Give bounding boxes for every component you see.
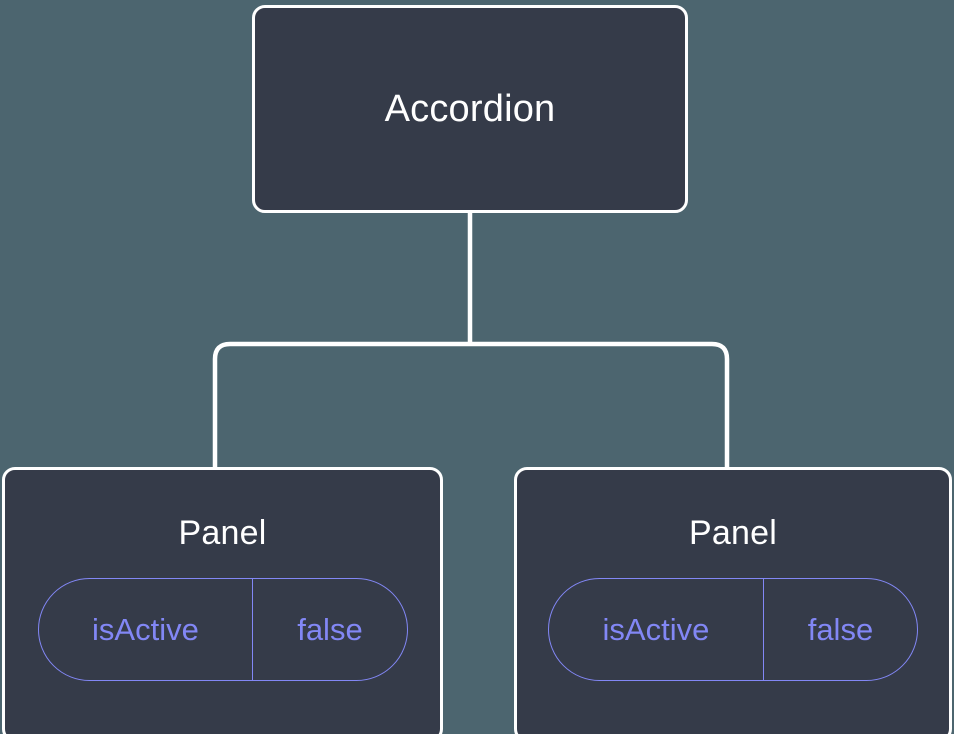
node-title: Accordion (384, 88, 556, 130)
node-panel-2[interactable]: Panel isActive false (514, 467, 952, 734)
state-badge-value: false (297, 612, 363, 647)
edge-branch-left (212, 341, 470, 470)
node-title: Panel (689, 514, 777, 552)
state-badge[interactable]: isActive false (548, 578, 918, 681)
node-panel-1[interactable]: Panel isActive false (2, 467, 443, 734)
state-badge-key: isActive (549, 579, 764, 680)
state-badge-value: false (807, 612, 874, 647)
node-accordion[interactable]: Accordion (252, 5, 688, 213)
edge-branch-right (470, 341, 730, 470)
state-badge[interactable]: isActive false (37, 578, 408, 681)
node-title: Panel (178, 514, 267, 552)
state-badge-key: isActive (39, 579, 254, 680)
